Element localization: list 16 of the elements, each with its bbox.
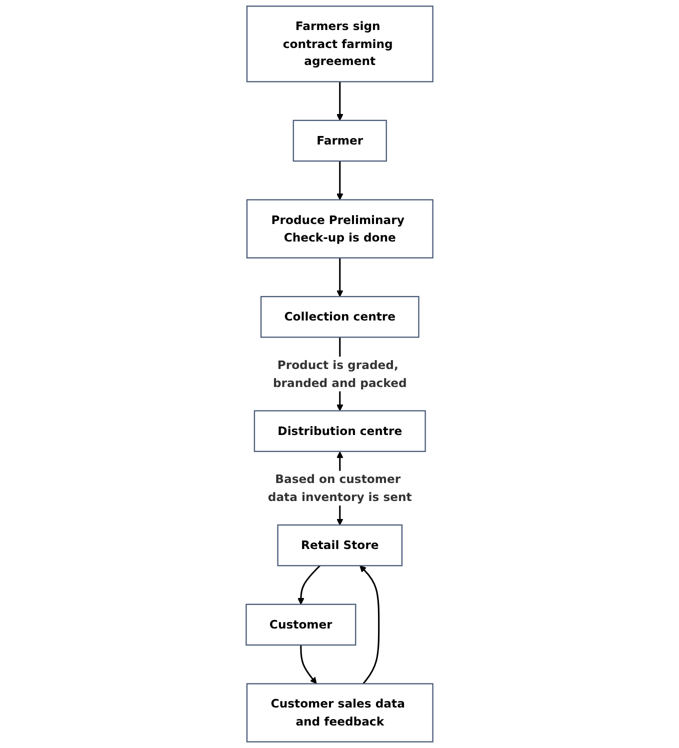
arrow xyxy=(298,565,320,605)
node-box: Distribution centre xyxy=(254,410,426,452)
arrow xyxy=(336,161,344,200)
node-box: Customer xyxy=(246,604,356,646)
node-box: Farmers sign contract farming agreement xyxy=(246,6,434,82)
edge-label: Product is graded, branded and packed xyxy=(272,358,407,390)
arrow xyxy=(336,82,344,121)
node-box: Collection centre xyxy=(260,296,420,338)
arrow xyxy=(300,645,317,684)
node-box: Customer sales data and feedback xyxy=(246,683,434,742)
node-box: Retail Store xyxy=(277,524,403,566)
node-box: Produce Preliminary Check-up is done xyxy=(246,199,434,258)
node-box: Farmer xyxy=(292,120,387,162)
arrow xyxy=(336,258,344,297)
edge-label: Based on customer data inventory is sent xyxy=(268,472,412,504)
arrow xyxy=(360,565,380,684)
